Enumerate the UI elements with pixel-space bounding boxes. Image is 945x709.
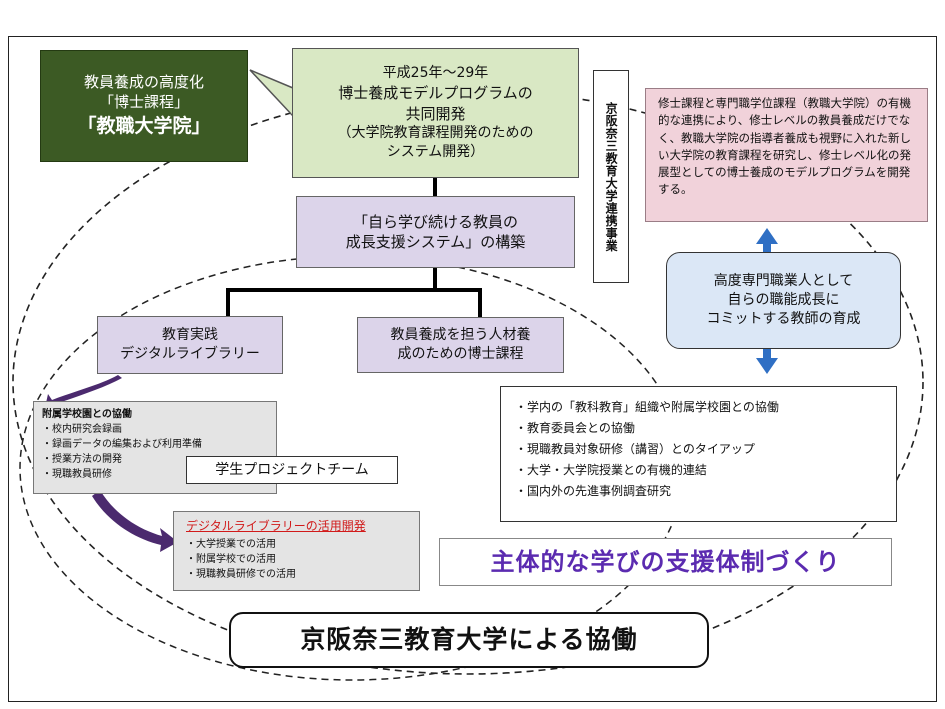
program-title-line2: 共同開発 (405, 104, 466, 123)
green-box-line1: 教員養成の高度化 (83, 72, 204, 91)
practice-box-line1: 教育実践 (162, 327, 218, 344)
collaboration-list-box: ・学内の「教科教育」組織や附属学校園との協働 ・教育委員会との協働 ・現職教員対… (500, 386, 897, 522)
list-item: ・国内外の先進事例調査研究 (515, 484, 672, 498)
support-system-banner: 主体的な学びの支援体制づくり (439, 538, 892, 586)
list-item: ・大学・大学院授業との有機的連結 (515, 463, 707, 477)
green-box-line2: 「博士課程」 (98, 93, 189, 112)
list-item: ・現職教員研修 (42, 469, 112, 480)
green-box-line3: 「教職大学院」 (77, 115, 211, 138)
practice-box-line2: デジタルライブラリー (120, 346, 260, 362)
blue-box-line1: 高度専門職業人として (713, 273, 854, 290)
program-sub-line2: システム開発） (386, 143, 485, 160)
list-item: ・校内研究会録画 (42, 424, 122, 435)
list-item: ・教育委員会との協働 (515, 421, 635, 435)
attached-school-title: 附属学校園との協働 (42, 409, 132, 420)
list-item: ・附属学校での活用 (186, 554, 276, 565)
blue-box-line2: 自らの職能成長に (727, 292, 840, 309)
center-box-line2: 成長支援システム」の構築 (345, 233, 526, 251)
pink-description-text: 修士課程と専門職学位課程（教職大学院）の有機的な連携により、修士レベルの教員養成… (658, 96, 911, 197)
three-universities-collaboration-box: 京阪奈三教育大学による協働 (229, 612, 709, 668)
program-years: 平成25年〜29年 (382, 65, 489, 82)
collaboration-text: 京阪奈三教育大学による協働 (300, 625, 638, 655)
list-item: ・授業方法の開発 (42, 454, 122, 465)
list-item: ・現職教員研修での活用 (186, 569, 296, 580)
digital-library-box: 教育実践 デジタルライブラリー (97, 316, 283, 374)
list-item: ・録画データの編集および利用準備 (42, 439, 202, 450)
list-item: ・現職教員対象研修（講習）とのタイアップ (515, 442, 755, 456)
program-callout-box: 平成25年〜29年 博士養成モデルプログラムの 共同開発 （大学院教育課程開発の… (292, 48, 579, 178)
blue-box-line3: コミットする教師の育成 (706, 310, 861, 327)
list-item: ・大学授業での活用 (186, 539, 276, 550)
support-system-text: 主体的な学びの支援体制づくり (490, 547, 841, 576)
phd-box-line1: 教員養成を担う人材養 (390, 327, 531, 344)
student-project-team-box: 学生プロジェクトチーム (186, 456, 398, 484)
doctoral-course-box: 教員養成を担う人材養 成のための博士課程 (357, 317, 564, 373)
program-title-line1: 博士養成モデルプログラムの (338, 84, 533, 103)
library-usage-title: デジタルライブラリーの活用開発 (186, 519, 366, 533)
green-box-advanced-training: 教員養成の高度化 「博士課程」 「教職大学院」 (40, 50, 248, 162)
list-item: ・学内の「教科教育」組織や附属学校園との協働 (515, 400, 779, 414)
student-project-team-label: 学生プロジェクトチーム (215, 461, 369, 478)
program-sub-line1: （大学院教育課程開発のための (337, 124, 534, 141)
teacher-development-box: 高度専門職業人として 自らの職能成長に コミットする教師の育成 (666, 252, 901, 349)
growth-support-system-box: 「自ら学び続ける教員の 成長支援システム」の構築 (296, 196, 575, 268)
vertical-project-label: 京阪奈三教育大学連携事業 (593, 70, 629, 283)
center-box-line1: 「自ら学び続ける教員の (352, 212, 518, 231)
vertical-label-text: 京阪奈三教育大学連携事業 (604, 101, 619, 252)
library-usage-box: デジタルライブラリーの活用開発 ・大学授業での活用 ・附属学校での活用 ・現職教… (173, 511, 420, 591)
phd-box-line2: 成のための博士課程 (397, 346, 524, 362)
pink-description-box: 修士課程と専門職学位課程（教職大学院）の有機的な連携により、修士レベルの教員養成… (645, 88, 928, 222)
